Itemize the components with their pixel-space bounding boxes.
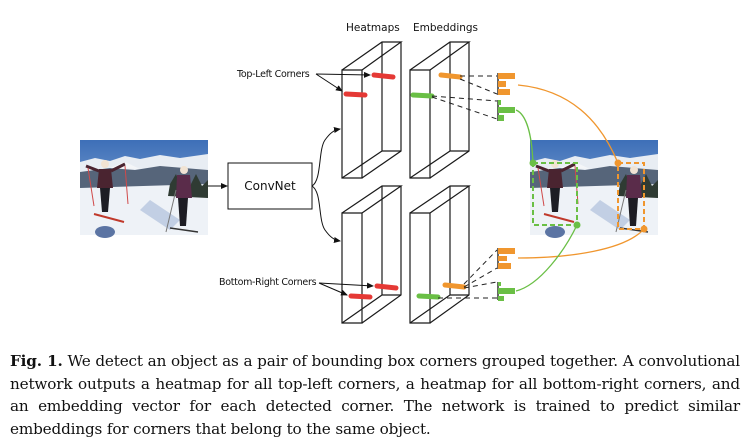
bottom-right-heatmap <box>341 185 403 324</box>
embeddings-header: Embeddings <box>413 22 478 34</box>
top-projection-lines <box>431 75 498 120</box>
green-bounding-box <box>532 162 578 226</box>
bottom-right-arrow-1 <box>318 282 374 289</box>
convnet-block: ConvNet <box>227 162 313 210</box>
convnet-label: ConvNet <box>244 179 296 193</box>
top-green-embedding-vector <box>497 100 515 121</box>
bottom-right-corners-label: Bottom-Right Corners <box>219 277 317 288</box>
bottom-right-embedding-orange <box>442 282 467 290</box>
bottom-projection-lines <box>438 249 498 299</box>
output-image <box>528 138 660 240</box>
top-orange-grouping-curve <box>517 84 619 164</box>
orange-bounding-box <box>617 162 645 230</box>
top-left-embedding <box>409 41 471 179</box>
bottom-right-arrow-2 <box>318 282 348 296</box>
branch-arrow-bottom <box>311 185 341 243</box>
bottom-right-embedding-green <box>416 293 441 300</box>
top-left-corners-label: Top-Left Corners <box>236 69 310 80</box>
top-left-embedding-green <box>410 92 435 99</box>
caption-text: We detect an object as a pair of boundin… <box>10 352 740 438</box>
bottom-right-heatmap-mark-1 <box>374 283 399 291</box>
top-left-heatmap <box>341 41 403 179</box>
top-green-grouping-curve <box>515 109 534 164</box>
figure-caption: Fig. 1. We detect an object as a pair of… <box>10 350 740 440</box>
branch-arrow-top <box>311 127 341 187</box>
bottom-green-embedding-vector <box>497 282 515 301</box>
top-left-arrow-2 <box>315 73 343 92</box>
input-image <box>78 138 210 240</box>
figure-label: Fig. 1. <box>10 352 63 370</box>
bottom-green-grouping-curve <box>515 224 578 292</box>
top-orange-embedding-vector <box>497 73 515 95</box>
top-left-heatmap-mark-2 <box>343 91 368 98</box>
bottom-right-embedding <box>409 185 471 324</box>
top-left-arrow-1 <box>315 71 371 78</box>
bottom-right-heatmap-mark-2 <box>348 293 373 300</box>
top-left-embedding-orange <box>438 72 463 80</box>
bottom-orange-embedding-vector <box>497 248 515 269</box>
top-left-heatmap-mark-1 <box>371 72 396 80</box>
cornernet-diagram: Heatmaps Embeddings ConvNet <box>78 22 660 324</box>
heatmaps-header: Heatmaps <box>346 22 400 34</box>
bottom-orange-grouping-curve <box>517 228 645 259</box>
